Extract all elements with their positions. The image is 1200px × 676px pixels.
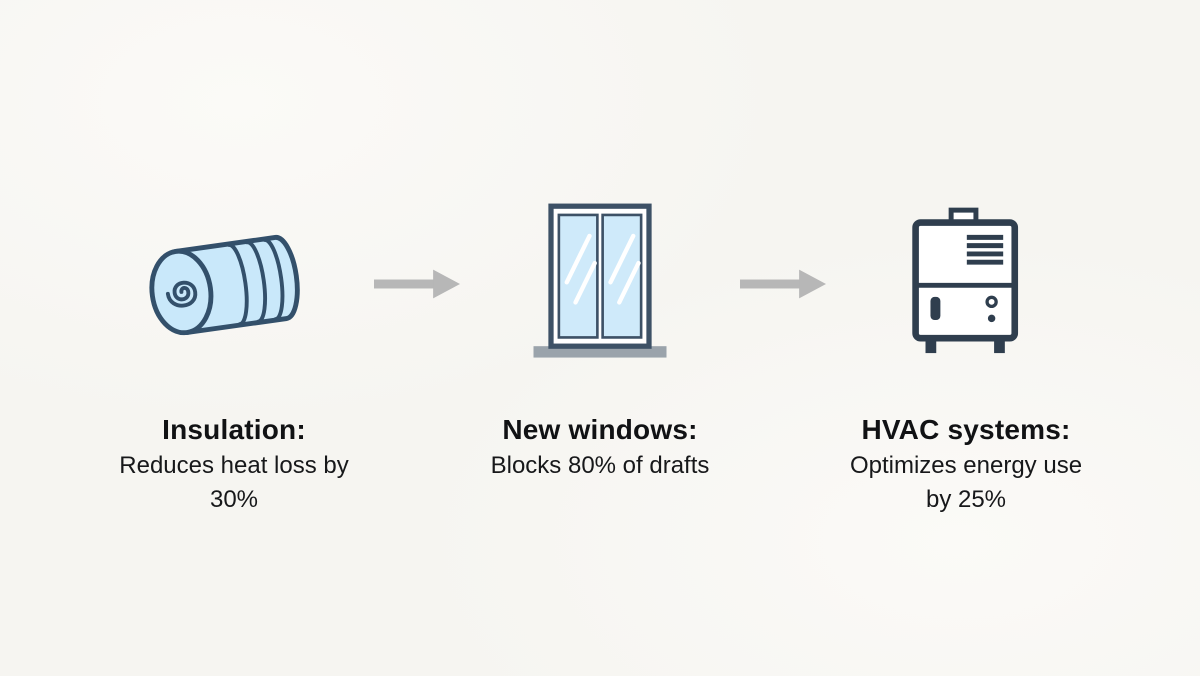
right-arrow-icon [740, 269, 826, 299]
hvac-icon-box [904, 198, 1028, 370]
new-windows-title: New windows: [502, 414, 698, 445]
insulation-description: Reduces heat loss by 30% [119, 452, 349, 513]
hvac-description: Optimizes energy use by 25% [849, 452, 1083, 513]
arrow-box-1 [374, 198, 460, 370]
insulation-title: Insulation: [162, 414, 306, 445]
new-windows-caption: New windows: Blocks 80% of drafts [491, 412, 710, 483]
new-windows-description: Blocks 80% of drafts [490, 452, 710, 479]
right-arrow-icon [374, 269, 460, 299]
window-icon [533, 203, 667, 358]
energy-efficiency-flow-diagram: Insulation: Reduces heat loss by 30% [94, 198, 1106, 516]
arrow-box-2 [740, 198, 826, 370]
step-new-windows: New windows: Blocks 80% of drafts [460, 198, 740, 483]
insulation-icon-box [137, 198, 332, 370]
step-insulation: Insulation: Reduces heat loss by 30% [94, 198, 374, 516]
insulation-caption: Insulation: Reduces heat loss by 30% [104, 412, 364, 516]
step-hvac-systems: HVAC systems: Optimizes energy use by 25… [826, 198, 1106, 516]
hvac-title: HVAC systems: [861, 414, 1071, 445]
hvac-caption: HVAC systems: Optimizes energy use by 25… [836, 412, 1096, 516]
insulation-roll-icon [148, 234, 300, 335]
hvac-unit-icon [912, 207, 1019, 353]
window-icon-box [530, 198, 670, 370]
